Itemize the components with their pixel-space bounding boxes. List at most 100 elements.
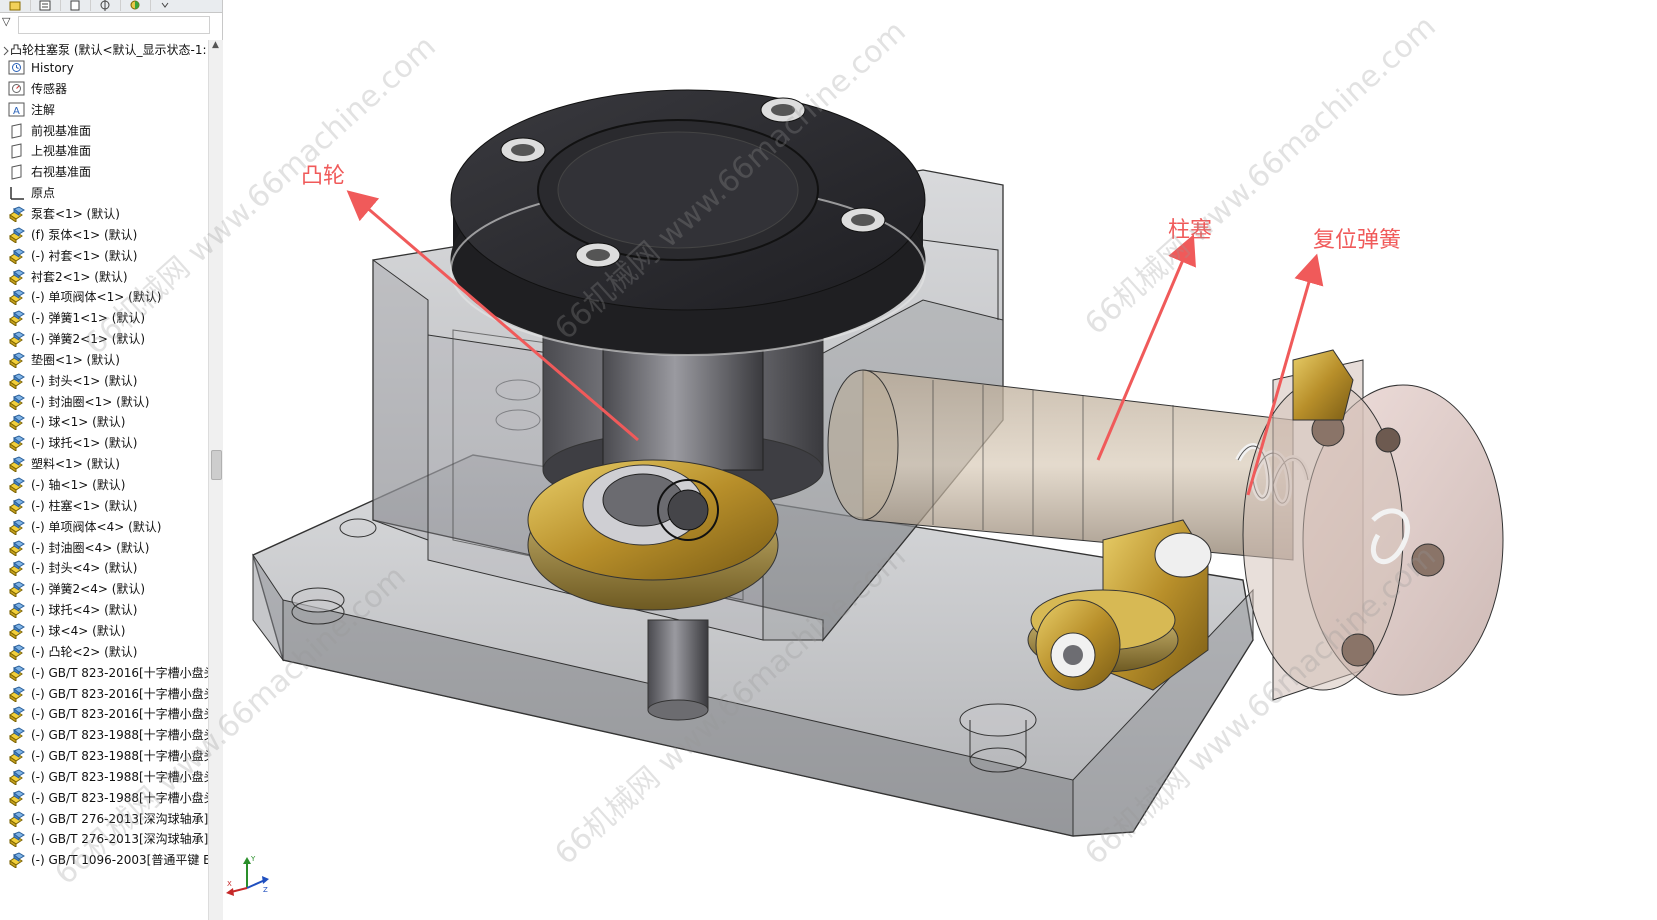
tree-item[interactable]: (-) GB/T 823-1988[十字槽小盘头 [0,766,208,788]
tree-item[interactable]: A 注解 [0,99,208,121]
tree-item-label: (-) 封油圈<4> (默认) [31,540,150,555]
part-icon [8,394,26,411]
more-tabs-button[interactable] [150,0,180,11]
scrollbar-thumb[interactable] [211,450,222,480]
tree-item[interactable]: 传感器 [0,78,208,100]
tree-item-label: (-) GB/T 276-2013[深沟球轴承] [31,811,208,826]
part-icon [8,477,26,494]
tree-item[interactable]: (-) GB/T 823-2016[十字槽小盘头 [0,703,208,725]
part-icon [8,289,26,307]
tree-item-label: (-) GB/T 276-2013[深沟球轴承] [31,832,208,847]
tree-item[interactable]: (-) 封油圈<1> (默认) [0,391,208,413]
origin-icon [8,185,26,201]
more-icon [161,2,169,8]
plane-icon [8,143,26,160]
filter-input[interactable] [18,16,210,34]
tree-item-label: 上视基准面 [31,144,92,159]
tree-item-label: 垫圈<1> (默认) [31,352,120,367]
part-icon [8,831,26,849]
tree-item[interactable]: (-) 弹簧2<4> (默认) [0,578,208,600]
graphics-viewport[interactable]: 凸轮 柱塞 复位弹簧 66机械网 www.66machine.com 66机械网… [48,0,1657,920]
check-valve-fitting[interactable] [1027,519,1212,691]
part-icon [8,206,26,223]
tree-item-label: 泵套<1> (默认) [31,206,120,221]
tree-item[interactable]: (f) 泵体<1> (默认) [0,224,208,246]
tree-item-label: (-) 弹簧2<4> (默认) [31,582,146,597]
part-icon [8,331,26,348]
tree-item-label: 传感器 [31,81,68,96]
tree-item[interactable]: (-) 封头<4> (默认) [0,557,208,579]
tree-item[interactable]: (-) 凸轮<2> (默认) [0,641,208,663]
cam-disc[interactable] [450,89,926,356]
tree-item[interactable]: 垫圈<1> (默认) [0,349,208,371]
tree-item[interactable]: (-) GB/T 1096-2003[普通平键 B [0,849,208,871]
part-icon [8,498,26,515]
configuration-manager-tab[interactable] [60,0,91,11]
property-manager-tab[interactable] [30,0,61,11]
tree-root-label: 凸轮柱塞泵 (默认<默认_显示状态-1: [10,43,207,57]
spring-callout-label: 复位弹簧 [1313,228,1402,253]
tree-item[interactable]: 原点 [0,182,208,204]
tree-scrollbar[interactable]: ▲ [208,40,223,920]
tree-root[interactable]: 凸轮柱塞泵 (默认<默认_显示状态-1: [0,40,208,60]
display-manager-tab[interactable] [120,0,151,11]
drive-shaft[interactable] [647,619,709,721]
end-cap-disc[interactable] [1242,349,1504,701]
history-icon [8,60,26,76]
tree-item[interactable]: (-) 封油圈<4> (默认) [0,537,208,559]
tree-item[interactable]: History [0,57,208,79]
part-icon [8,769,26,786]
tree-item[interactable]: (-) GB/T 276-2013[深沟球轴承] [0,828,208,850]
annotation-icon: A [8,102,26,118]
tree-item[interactable]: (-) GB/T 823-2016[十字槽小盘头 [0,683,208,705]
dimxpert-tab[interactable] [90,0,121,11]
plane-icon [8,164,26,180]
tree-item[interactable]: (-) GB/T 823-2016[十字槽小盘头 [0,662,208,684]
tree-item[interactable]: 衬套2<1> (默认) [0,266,208,288]
pump-assembly-render [252,89,1504,837]
plunger-cylinder[interactable] [827,369,1294,561]
tree-item-label: (-) 弹簧2<1> (默认) [31,332,146,347]
filter-icon[interactable]: ▽ [2,15,11,28]
tree-item[interactable]: (-) 球托<1> (默认) [0,432,208,454]
scroll-up-icon[interactable]: ▲ [212,40,219,50]
triad-z-label: Z [263,886,268,894]
tree-item[interactable]: (-) 封头<1> (默认) [0,370,208,392]
tree-item-label: (f) 泵体<1> (默认) [31,227,138,242]
part-icon [8,748,26,765]
expand-toggle-icon[interactable] [2,43,12,57]
tree-item-label: (-) 凸轮<2> (默认) [31,644,138,659]
tree-item[interactable]: (-) GB/T 823-1988[十字槽小盘头 [0,724,208,746]
tree-item[interactable]: (-) 衬套<1> (默认) [0,245,208,267]
part-icon [8,373,26,390]
featuremanager-tab[interactable] [0,0,31,11]
tree-item[interactable]: 右视基准面 [0,161,208,183]
tree-item[interactable]: (-) GB/T 276-2013[深沟球轴承] [0,808,208,830]
cam-roller[interactable] [527,459,779,611]
filter-row: ▽ [0,13,222,35]
tree-item-label: (-) 单项阀体<4> (默认) [31,519,162,534]
tree-item[interactable]: (-) 轴<1> (默认) [0,474,208,496]
part-icon [8,352,26,369]
tree-item[interactable]: (-) 单项阀体<4> (默认) [0,516,208,538]
tree-item[interactable]: (-) 球<4> (默认) [0,620,208,642]
feature-tree: 凸轮柱塞泵 (默认<默认_显示状态-1: History 传感器 A 注解前视基准面上… [0,40,208,920]
tree-item-label: (-) GB/T 823-1988[十字槽小盘头 [31,749,208,764]
tree-item[interactable]: (-) 柱塞<1> (默认) [0,495,208,517]
tree-item[interactable]: 泵套<1> (默认) [0,203,208,225]
tree-item[interactable]: 塑料<1> (默认) [0,453,208,475]
tree-item[interactable]: (-) 单项阀体<1> (默认) [0,286,208,308]
tree-item[interactable]: (-) GB/T 823-1988[十字槽小盘头 [0,787,208,809]
tree-item[interactable]: (-) 球托<4> (默认) [0,599,208,621]
tree-item[interactable]: (-) GB/T 823-1988[十字槽小盘头 [0,745,208,767]
tree-item[interactable]: (-) 球<1> (默认) [0,411,208,433]
tree-item[interactable]: 前视基准面 [0,120,208,142]
tree-item[interactable]: 上视基准面 [0,140,208,162]
property-manager-icon [39,0,51,11]
tree-item-label: 注解 [31,102,56,117]
tree-item-label: (-) 弹簧1<1> (默认) [31,311,146,326]
sensor-icon [8,81,26,97]
tree-item[interactable]: (-) 弹簧1<1> (默认) [0,307,208,329]
tree-item[interactable]: (-) 弹簧2<1> (默认) [0,328,208,350]
tree-item-label: (-) 封油圈<1> (默认) [31,394,150,409]
